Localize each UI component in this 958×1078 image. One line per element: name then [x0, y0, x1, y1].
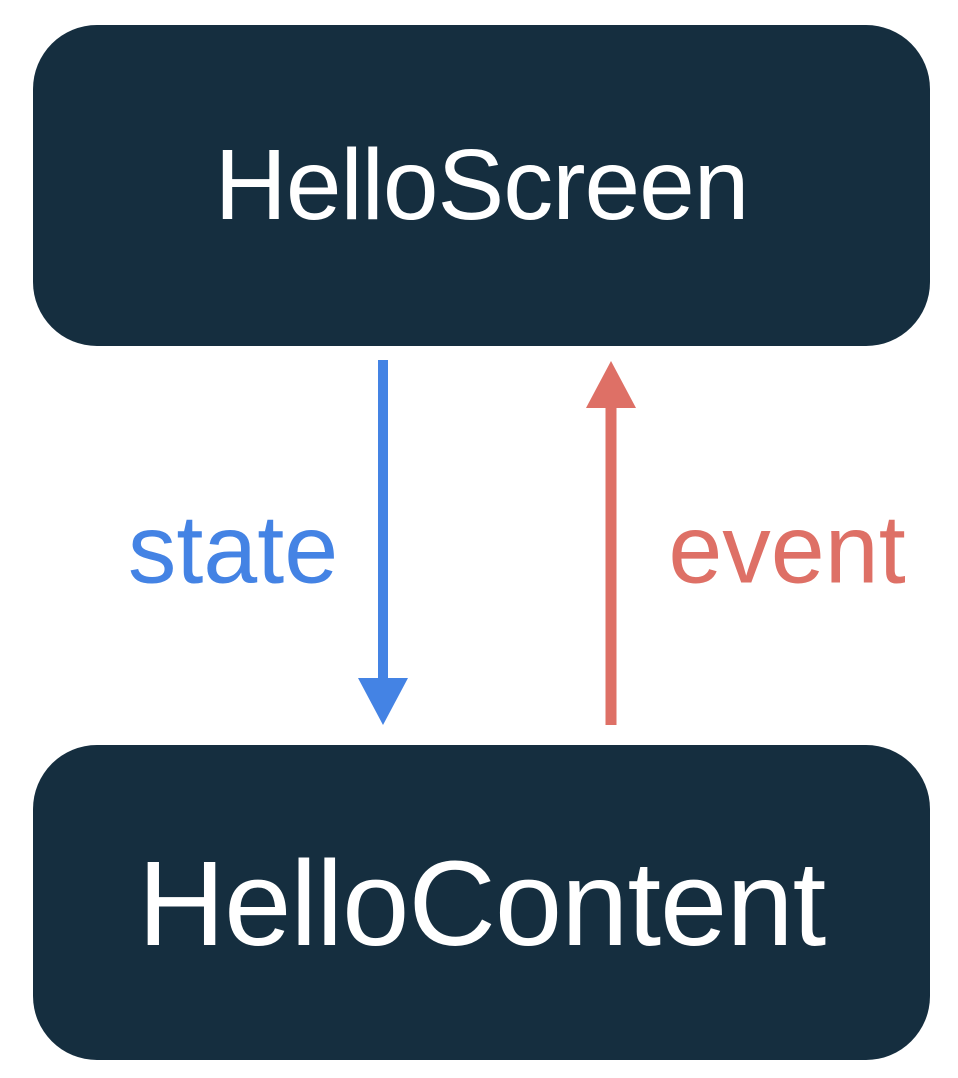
state-arrow-head-icon	[358, 678, 408, 725]
hello-screen-box: HelloScreen	[33, 25, 930, 346]
hello-screen-label: HelloScreen	[214, 129, 750, 241]
event-label: event	[668, 494, 906, 604]
hello-content-box: HelloContent	[33, 745, 930, 1060]
state-label: state	[127, 494, 339, 604]
hello-content-label: HelloContent	[137, 834, 827, 971]
event-arrow-head-icon	[586, 361, 636, 408]
